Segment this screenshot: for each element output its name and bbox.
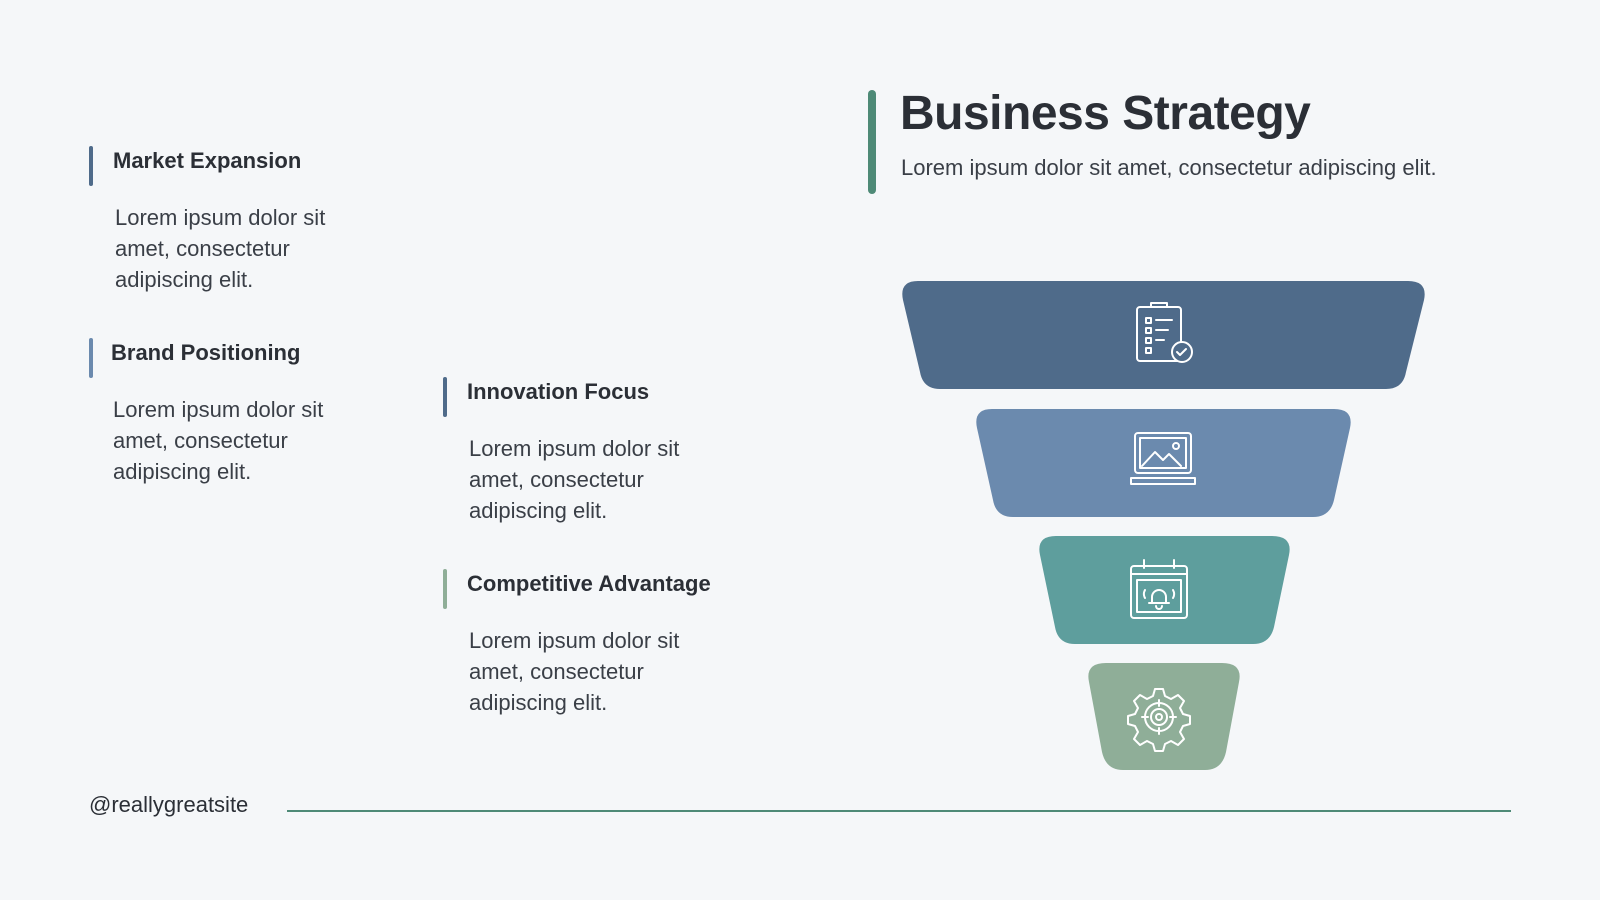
gear-target-icon [1127,688,1191,752]
item-heading: Market Expansion [113,148,302,173]
item-body: Lorem ipsum dolor sit amet, consectetur … [469,436,680,523]
item-heading: Competitive Advantage [467,571,711,596]
laptop-image-icon [1130,432,1196,485]
item-body: Lorem ipsum dolor sit amet, consectetur … [113,397,324,484]
item-accent-bar [443,377,447,417]
item-heading: Brand Positioning [111,340,301,365]
footer-handle: @reallygreatsite [89,792,249,817]
calendar-bell-icon [1130,559,1188,619]
item-heading: Innovation Focus [467,379,650,404]
page-subtitle: Lorem ipsum dolor sit amet, consectetur … [901,155,1437,180]
item-accent-bar [89,146,93,186]
funnel-layer-2 [976,409,1351,517]
funnel-layer-1 [902,281,1425,389]
item-body: Lorem ipsum dolor sit amet, consectetur … [469,628,680,715]
page-title: Business Strategy [900,87,1311,140]
funnel-layer-4 [1088,663,1240,770]
title-accent-bar [868,90,876,194]
item-accent-bar [89,338,93,378]
footer-divider [287,810,1511,812]
item-accent-bar [443,569,447,609]
clipboard-checklist-icon [1136,302,1193,363]
funnel-layer-3 [1039,536,1290,644]
item-body: Lorem ipsum dolor sit amet, consectetur … [115,205,326,292]
